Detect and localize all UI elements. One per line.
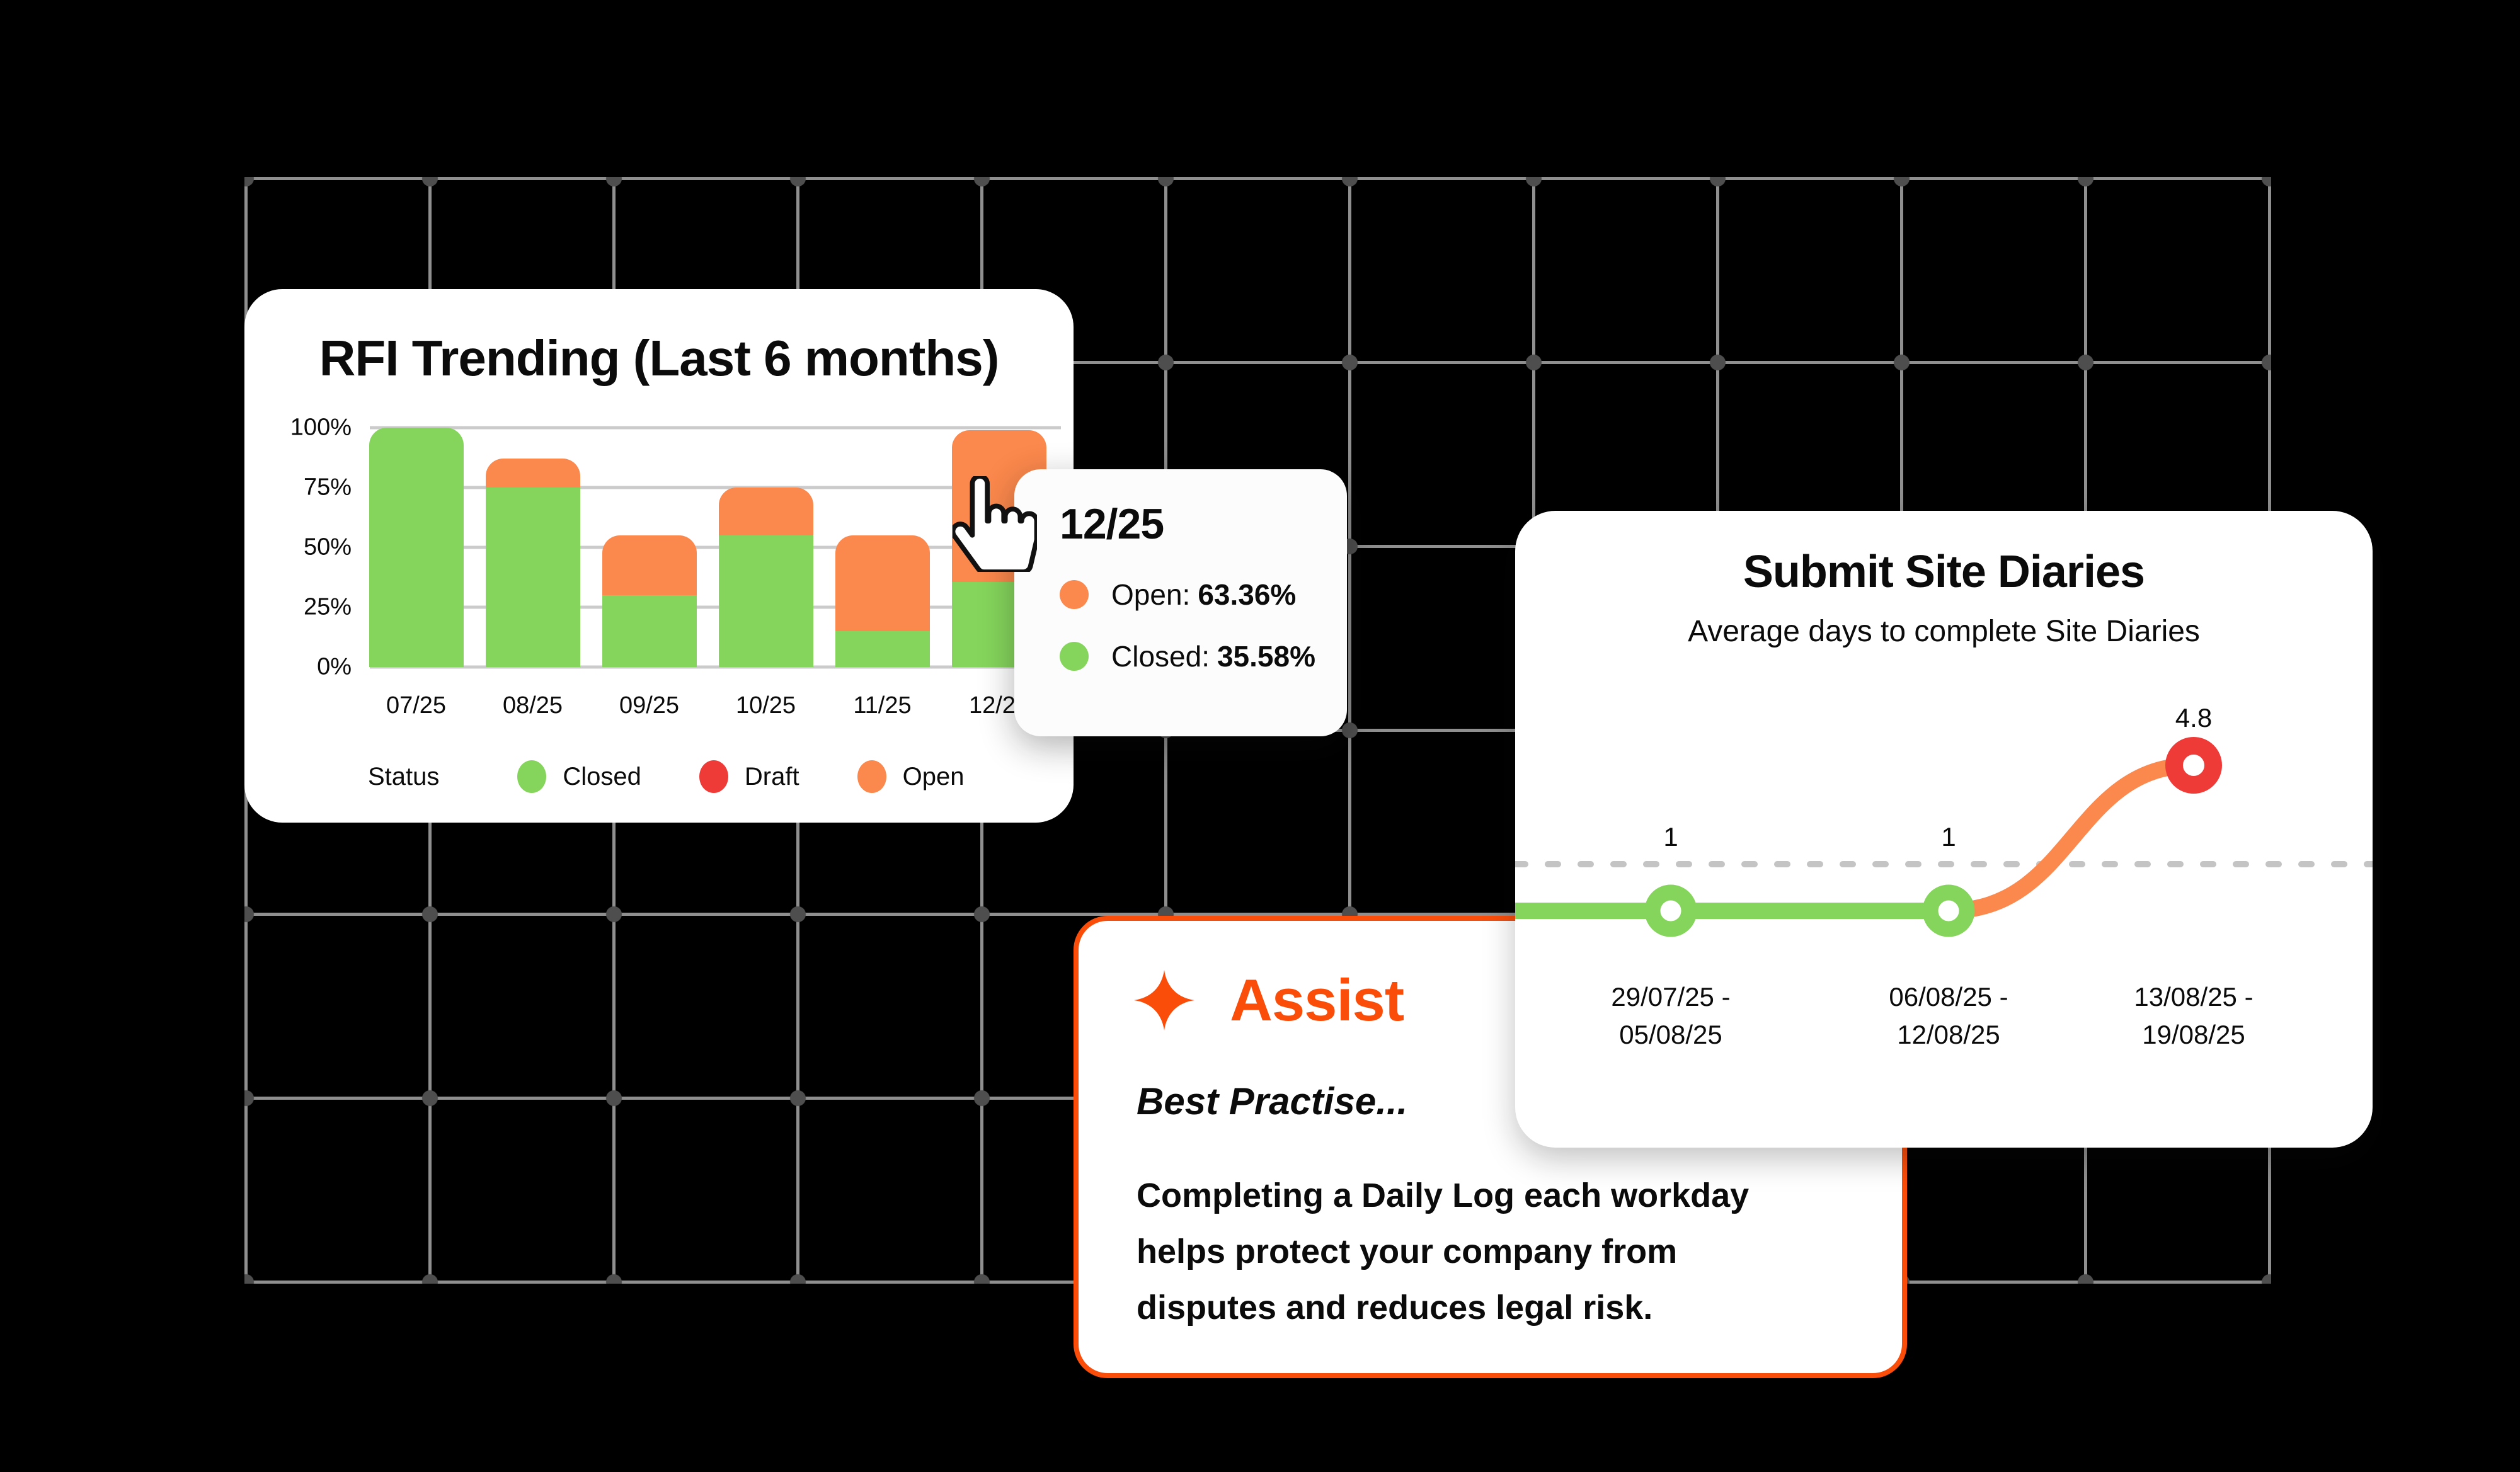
bar-segment xyxy=(602,595,697,667)
y-tick-50: 50% xyxy=(303,533,352,561)
bar-segment xyxy=(718,488,813,535)
legend-item-open[interactable]: Open xyxy=(857,760,965,793)
point-value-label: 4.8 xyxy=(2175,703,2213,733)
bar-segment xyxy=(369,428,464,667)
chart-tooltip: 12/25 Open: 63.36% Closed: 35.58% xyxy=(1014,469,1347,736)
legend-item-label: Closed xyxy=(563,762,641,790)
gridline-0 xyxy=(370,665,1061,669)
draft-dot-icon xyxy=(699,760,728,793)
rfi-card-title: RFI Trending (Last 6 months) xyxy=(319,330,1000,386)
bar-segment xyxy=(718,535,813,667)
date-line: 29/07/25 - xyxy=(1611,982,1731,1012)
rfi-x-axis: 07/25 08/25 09/25 10/25 11/25 12/25 xyxy=(358,692,1057,719)
tooltip-row-label: Open: xyxy=(1111,578,1191,611)
legend-item-closed[interactable]: Closed xyxy=(517,760,641,793)
date-line: 06/08/25 - xyxy=(1889,982,2008,1012)
closed-dot-icon xyxy=(517,760,547,793)
y-tick-100: 100% xyxy=(290,414,352,441)
gridline-75 xyxy=(370,486,1061,489)
legend-title: Status xyxy=(368,762,440,790)
bar-09/25[interactable] xyxy=(591,428,707,667)
y-tick-25: 25% xyxy=(303,593,352,620)
legend-item-draft[interactable]: Draft xyxy=(699,760,799,793)
tooltip-row-closed: Closed: 35.58% xyxy=(1060,639,1347,673)
hand-pointer-cursor xyxy=(953,476,1037,572)
rfi-plot-gridlines xyxy=(370,426,1061,669)
x-tick-0825: 08/25 xyxy=(502,692,563,719)
tooltip-rows: Open: 63.36% Closed: 35.58% xyxy=(1060,578,1347,673)
date-range-label: 29/07/25 - 05/08/25 xyxy=(1557,978,1784,1054)
assist-header: Assist xyxy=(1134,966,1404,1034)
x-tick-1025: 10/25 xyxy=(735,692,796,719)
bar-segment xyxy=(485,459,580,488)
x-tick-0925: 09/25 xyxy=(619,692,680,719)
data-point-marker[interactable] xyxy=(1922,884,1975,937)
tooltip-row-label: Closed: xyxy=(1111,640,1210,673)
y-tick-0: 0% xyxy=(317,653,352,680)
date-range-label: 06/08/25 - 12/08/25 xyxy=(1835,978,2062,1054)
sparkle-icon xyxy=(1134,970,1194,1030)
bar-08/25[interactable] xyxy=(474,428,591,667)
date-line: 13/08/25 - xyxy=(2134,982,2254,1012)
tooltip-row-open: Open: 63.36% xyxy=(1060,578,1347,612)
assist-body-text: Completing a Daily Log each workday help… xyxy=(1137,1177,1750,1327)
bar-11/25[interactable] xyxy=(824,428,941,667)
open-dot-icon xyxy=(1060,580,1089,609)
bar-segment xyxy=(835,631,930,667)
diaries-subtitle: Average days to complete Site Diaries xyxy=(1688,615,2200,648)
bar-segment xyxy=(835,535,930,631)
tooltip-title: 12/25 xyxy=(1060,500,1164,548)
bar-10/25[interactable] xyxy=(707,428,824,667)
point-value-label: 1 xyxy=(1941,822,1956,852)
line-segment-orange xyxy=(1940,757,2202,919)
x-tick-1125: 11/25 xyxy=(853,692,912,719)
gridline-25 xyxy=(370,605,1061,609)
data-point-marker[interactable] xyxy=(1644,884,1697,937)
rfi-trending-card: RFI Trending (Last 6 months) 100% 75% 50… xyxy=(244,289,1074,823)
y-tick-75: 75% xyxy=(303,474,352,501)
legend-item-label: Draft xyxy=(744,762,799,790)
date-line: 05/08/25 xyxy=(1619,1020,1722,1049)
open-dot-icon xyxy=(857,760,886,793)
rfi-bars xyxy=(358,428,1057,667)
date-line: 19/08/25 xyxy=(2142,1020,2245,1049)
x-tick-0725: 07/25 xyxy=(386,692,447,719)
assist-title: Assist xyxy=(1230,967,1404,1033)
rfi-status-legend: Status Closed Draft Open xyxy=(368,760,1022,793)
date-range-label: 13/08/25 - 19/08/25 xyxy=(2080,978,2307,1054)
diaries-line-chart xyxy=(1515,737,2373,937)
site-diaries-card: Submit Site Diaries Average days to comp… xyxy=(1515,511,2373,1148)
bar-segment xyxy=(485,488,580,667)
gridline-50 xyxy=(370,545,1061,549)
bar-segment xyxy=(602,535,697,595)
legend-item-label: Open xyxy=(902,762,965,790)
gridline-100 xyxy=(370,426,1061,430)
bar-07/25[interactable] xyxy=(358,428,474,667)
assist-subtitle: Best Practise... xyxy=(1137,1080,1408,1122)
point-value-label: 1 xyxy=(1663,822,1678,852)
rfi-y-axis: 100% 75% 50% 25% 0% xyxy=(244,414,352,680)
date-line: 12/08/25 xyxy=(1897,1020,2000,1049)
tooltip-row-value: 63.36% xyxy=(1198,578,1297,611)
diaries-title: Submit Site Diaries xyxy=(1743,547,2145,597)
data-point-marker-alert[interactable] xyxy=(2165,737,2222,794)
tooltip-row-value: 35.58% xyxy=(1217,640,1315,673)
closed-dot-icon xyxy=(1060,642,1089,671)
